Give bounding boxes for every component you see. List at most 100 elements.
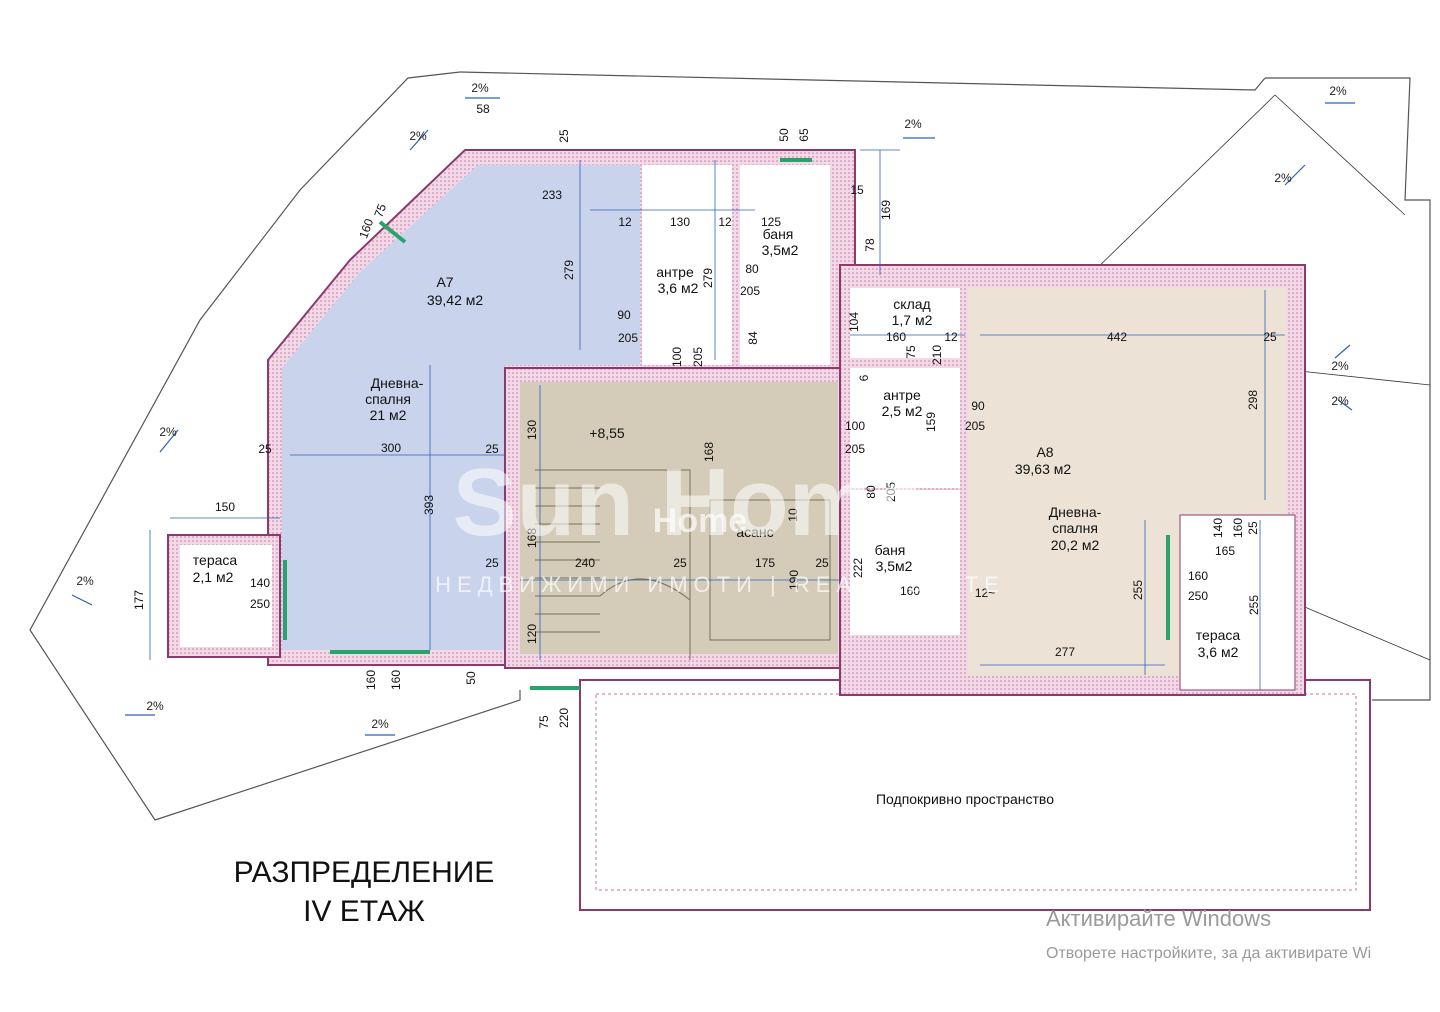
dim-168-a: 168 bbox=[525, 528, 539, 548]
dim-250-b: 250 bbox=[1188, 589, 1208, 603]
dim-15: 15 bbox=[850, 183, 864, 197]
dim-140-a: 140 bbox=[250, 576, 270, 590]
dim-220: 220 bbox=[557, 708, 571, 728]
dim-165: 165 bbox=[1215, 544, 1235, 558]
a7-terrace-area: 2,1 м2 bbox=[193, 569, 234, 585]
a8-hall-floor bbox=[850, 368, 960, 488]
dim-175: 175 bbox=[755, 556, 775, 570]
dim-125: 125 bbox=[761, 215, 781, 229]
dim-12-c: 12 bbox=[944, 330, 958, 344]
dim-12-b: 12 bbox=[718, 215, 732, 229]
a8-terrace bbox=[1179, 514, 1296, 691]
a7-terrace-floor bbox=[180, 545, 272, 647]
dim-255-a: 255 bbox=[1131, 580, 1145, 600]
a7-hall bbox=[642, 165, 732, 365]
roof-outline bbox=[29, 71, 1431, 821]
a8-bath-area: 3,5м2 bbox=[876, 558, 913, 574]
roof-outline-top bbox=[459, 71, 1266, 91]
dim-90-b: 90 bbox=[971, 399, 985, 413]
a8-bath-name: баня bbox=[875, 542, 906, 558]
dim-58: 58 bbox=[476, 102, 490, 116]
dim-100-a: 100 bbox=[845, 419, 865, 433]
slope-2: 2% bbox=[409, 129, 427, 143]
dim-75-b: 75 bbox=[537, 715, 551, 729]
a7-bath-area: 3,5м2 bbox=[762, 242, 799, 258]
dim-25-a: 25 bbox=[258, 442, 272, 456]
a8-living-area: 20,2 м2 bbox=[1051, 537, 1100, 553]
dim-233: 233 bbox=[542, 188, 562, 202]
windows bbox=[283, 158, 1170, 690]
a8-terrace-name: тераса bbox=[1196, 627, 1241, 643]
stair-level: +8,55 bbox=[589, 425, 625, 441]
slope-11: 2% bbox=[371, 717, 389, 731]
dim-100-b: 100 bbox=[670, 347, 684, 367]
dim-205-c: 205 bbox=[845, 442, 865, 456]
dim-160-c: 160 bbox=[1188, 569, 1208, 583]
slope-4: 2% bbox=[1329, 84, 1347, 98]
elevator-shaft bbox=[709, 499, 831, 641]
dim-150: 150 bbox=[215, 500, 235, 514]
dim-169: 169 bbox=[879, 200, 893, 220]
dim-75-c: 75 bbox=[904, 345, 918, 359]
dim-90-a: 90 bbox=[617, 308, 631, 322]
a7-bath bbox=[740, 165, 830, 365]
slope-7: 2% bbox=[1331, 394, 1349, 408]
dim-160-f: 160 bbox=[389, 670, 403, 690]
dim-277: 277 bbox=[1055, 645, 1075, 659]
dim-160-e: 160 bbox=[364, 670, 378, 690]
slope-10: 2% bbox=[146, 699, 164, 713]
dim-205-b: 205 bbox=[618, 331, 638, 345]
dim-130: 130 bbox=[670, 215, 690, 229]
slope-arrows bbox=[71, 97, 1355, 736]
watermark-brand: Sun Home bbox=[453, 449, 928, 556]
a8-terrace-area: 3,6 м2 bbox=[1198, 644, 1239, 660]
unit-a7-code: А7 bbox=[436, 274, 453, 290]
a7-living-name-2: спалня bbox=[365, 391, 411, 407]
plan-title-line2: IV ЕТАЖ bbox=[303, 895, 425, 928]
dim-159: 159 bbox=[924, 412, 938, 432]
dim-190: 190 bbox=[787, 570, 801, 590]
a7-floor bbox=[282, 165, 640, 650]
dim-160-b: 160 bbox=[900, 584, 920, 598]
dim-84: 84 bbox=[746, 331, 760, 345]
dim-160-g: 160 bbox=[1231, 518, 1245, 538]
dim-205-f: 205 bbox=[884, 482, 898, 502]
dim-250-a: 250 bbox=[250, 597, 270, 611]
dim-25-g: 25 bbox=[557, 129, 571, 143]
dim-75-a: 75 bbox=[371, 202, 389, 220]
a8-hall-name: антре bbox=[883, 387, 921, 403]
dim-80-a: 80 bbox=[745, 262, 759, 276]
a7-hall-name: антре bbox=[656, 264, 694, 280]
dim-80-b: 80 bbox=[864, 485, 878, 499]
dim-50-b: 50 bbox=[464, 671, 478, 685]
a8-living-name-1: Дневна- bbox=[1049, 504, 1102, 520]
dim-240: 240 bbox=[575, 556, 595, 570]
dim-25-f: 25 bbox=[1263, 330, 1277, 344]
dim-160-d: 160 bbox=[356, 217, 376, 241]
dim-12-a: 12 bbox=[618, 215, 632, 229]
slope-6: 2% bbox=[1331, 359, 1349, 373]
a7-terrace-name: тераса bbox=[193, 552, 238, 568]
a8-bath-floor bbox=[850, 490, 960, 635]
unit-a8-area: 39,63 м2 bbox=[1015, 461, 1072, 477]
dim-140-b: 140 bbox=[1211, 518, 1225, 538]
a8-living-name-2: спалня bbox=[1052, 520, 1098, 536]
dim-205-a: 205 bbox=[740, 284, 760, 298]
dim-25-b: 25 bbox=[485, 442, 499, 456]
windows-activation-hint: Отворете настройките, за да активирате W… bbox=[1046, 945, 1371, 962]
slope-9: 2% bbox=[76, 574, 94, 588]
dim-205-e: 205 bbox=[691, 347, 705, 367]
dim-210: 210 bbox=[930, 345, 944, 365]
dim-255-b: 255 bbox=[1247, 595, 1261, 615]
dim-25-h: 25 bbox=[1246, 521, 1260, 535]
dim-393: 393 bbox=[422, 495, 436, 515]
a8-storage-floor bbox=[850, 288, 960, 358]
roof-ridge-lines bbox=[1089, 94, 1431, 661]
dimension-lines bbox=[149, 149, 1285, 690]
dim-78: 78 bbox=[863, 238, 877, 252]
windows-activation-title: Активирайте Windows bbox=[1046, 906, 1271, 931]
dim-65: 65 bbox=[797, 128, 811, 142]
dim-25-c: 25 bbox=[485, 556, 499, 570]
dim-298: 298 bbox=[1246, 390, 1260, 410]
